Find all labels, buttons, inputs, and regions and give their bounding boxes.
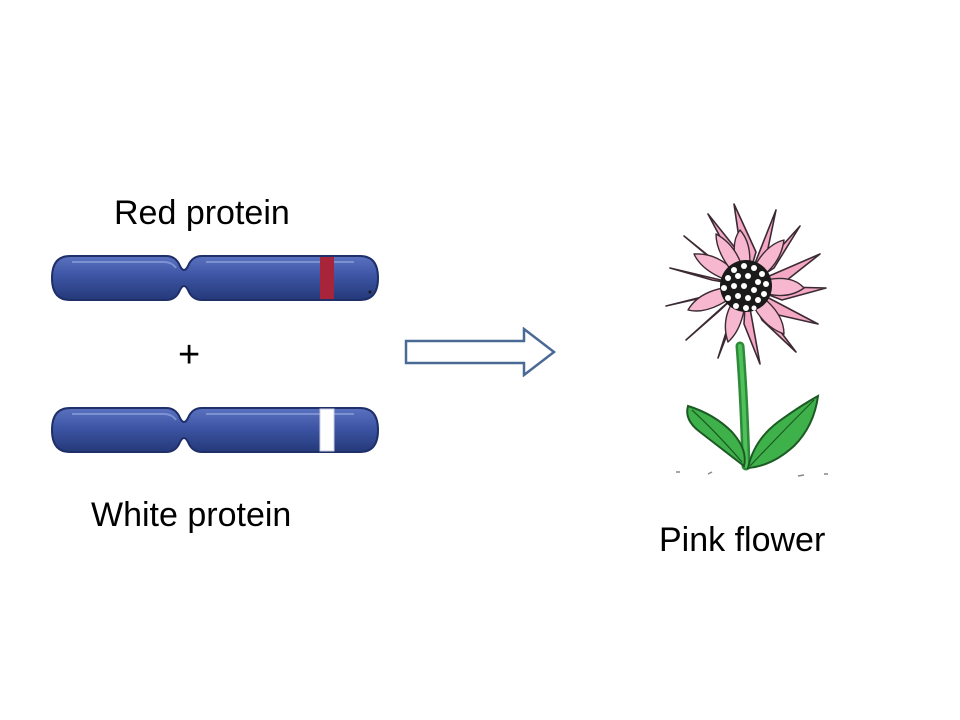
pink-flower-icon bbox=[665, 203, 828, 477]
plus-sign: + bbox=[178, 334, 201, 376]
red-protein-label: Red protein bbox=[114, 194, 290, 232]
chromosome-red-allele-icon bbox=[50, 255, 380, 301]
pink-flower-label: Pink flower bbox=[659, 521, 826, 559]
red-allele-band bbox=[320, 257, 334, 299]
chromosome-highlight bbox=[72, 261, 177, 269]
chromosome-body bbox=[50, 407, 380, 453]
white-allele-band bbox=[319, 408, 335, 452]
white-protein-label: White protein bbox=[91, 496, 292, 534]
flower-seeds bbox=[721, 263, 769, 311]
left-leaf bbox=[686, 404, 746, 468]
chromosome-body bbox=[50, 255, 380, 301]
chromosome-white-allele-icon bbox=[50, 407, 380, 453]
right-arrow-icon bbox=[404, 327, 557, 377]
